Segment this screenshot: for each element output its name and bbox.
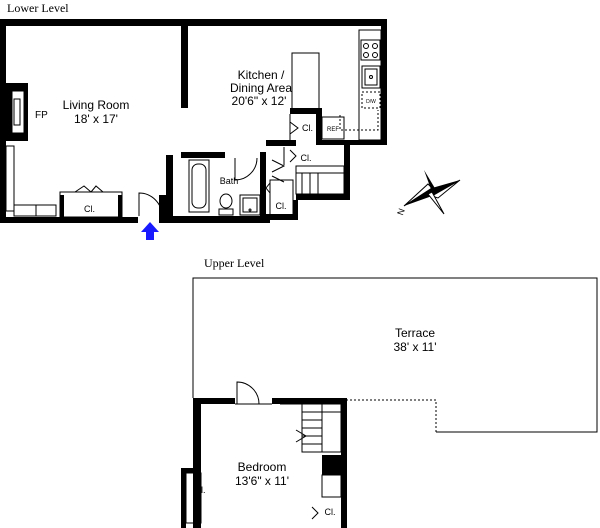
compass-icon: N — [395, 170, 461, 217]
living-room-name: Living Room — [63, 98, 130, 112]
bath-closet-label: Cl. — [276, 201, 287, 211]
bedroom-dims: 13'6" x 11' — [235, 474, 289, 488]
lower-level-title: Lower Level — [7, 1, 69, 15]
upper-level-title: Upper Level — [204, 256, 265, 270]
kitchen-dims: 20'6" x 12' — [232, 94, 287, 108]
bedroom-right-closet-label: Cl. — [325, 507, 336, 517]
upper-stairs — [280, 403, 342, 453]
kitchen-name-line1: Kitchen / — [238, 68, 285, 82]
bedroom-name: Bedroom — [238, 460, 287, 474]
refrigerator-label: REF — [327, 127, 339, 133]
terrace-name: Terrace — [395, 326, 435, 340]
kitchen-closet: Cl. — [289, 114, 313, 140]
bedroom-walls — [181, 398, 347, 528]
bath-fixtures: Bath — [188, 157, 261, 216]
lower-level-walls — [0, 19, 387, 223]
bedroom-left-closet-label: Cl. — [195, 485, 206, 495]
bath-label: Bath — [220, 176, 239, 186]
fireplace: FP — [6, 83, 48, 141]
living-room-closet: Cl. — [59, 185, 123, 218]
living-room-dims: 18' x 17' — [74, 112, 118, 126]
living-room-window-nook — [5, 145, 57, 217]
bedroom-door — [235, 381, 272, 405]
terrace: Terrace 38' x 11' — [192, 277, 598, 433]
bedroom-left-closet: Cl. — [185, 472, 206, 524]
kitchen-closet-label: Cl. — [302, 123, 313, 133]
entry-arrow-icon — [141, 222, 159, 240]
lower-stairs: Cl. — [271, 147, 345, 195]
terrace-dims: 38' x 11' — [393, 340, 436, 354]
bath-closet: Cl. — [265, 179, 294, 216]
fireplace-label: FP — [35, 110, 48, 121]
entry-door — [138, 192, 163, 217]
bedroom-right-closet: Cl. — [311, 474, 342, 520]
kitchen-name-line2: Dining Area — [230, 81, 292, 95]
living-closet-label: Cl. — [84, 204, 95, 214]
stair-closet-label: Cl. — [301, 153, 312, 163]
dishwasher-label: D/W — [366, 99, 376, 105]
kitchen-counters: D/W REF — [291, 29, 382, 141]
compass-north: N — [395, 207, 407, 217]
